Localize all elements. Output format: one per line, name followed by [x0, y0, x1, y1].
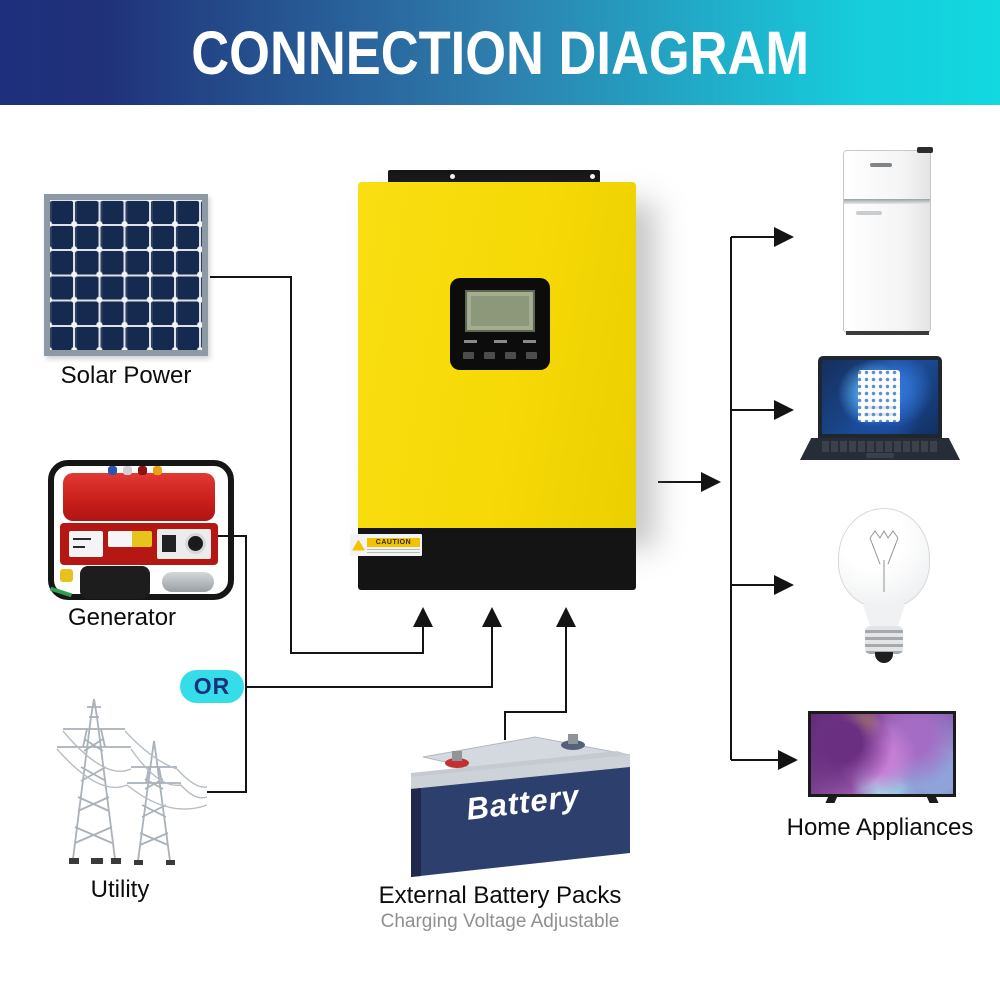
laptop-keyboard — [822, 441, 938, 452]
fridge-hinge — [917, 147, 933, 153]
generator-fuel-valve — [60, 569, 73, 582]
generator-muffler — [162, 572, 214, 592]
solar-to-inverter-line — [210, 276, 433, 654]
generator-engine — [80, 566, 150, 599]
bulb-contact-tip — [875, 652, 893, 663]
external-battery-packs-label: External Battery Packs — [378, 882, 622, 909]
or-badge: OR — [180, 670, 244, 703]
home-appliances-label: Home Appliances — [786, 814, 974, 841]
indicator-lights — [464, 340, 536, 343]
generator-outlet-box — [157, 529, 211, 559]
fridge-base — [846, 331, 929, 335]
lcd-screen — [465, 290, 535, 332]
mounting-bracket — [388, 170, 600, 183]
generator-label: Generator — [67, 604, 177, 631]
generator-fuel-tank — [63, 473, 215, 521]
freezer-handle — [870, 163, 892, 167]
caution-label: CAUTION — [350, 534, 422, 556]
bulb-filament — [869, 529, 899, 592]
laptop-touchpad — [866, 453, 894, 458]
generator-gauge — [69, 531, 103, 557]
generator-utility-line — [205, 535, 247, 793]
header-banner: CONNECTION DIAGRAM — [0, 0, 1000, 105]
solar-power-label: Solar Power — [60, 362, 192, 389]
inverter-battery-line — [504, 607, 576, 740]
inverter-image: CAUTION — [350, 166, 646, 596]
bulb-neck — [862, 604, 906, 628]
solar-cells-grid — [50, 200, 202, 350]
utility-towers-image — [33, 693, 209, 873]
tv-icon — [808, 711, 956, 803]
light-bulb-icon — [836, 508, 932, 668]
utility-label: Utility — [90, 876, 150, 903]
charging-voltage-sublabel: Charging Voltage Adjustable — [380, 911, 620, 932]
refrigerator-icon — [843, 147, 933, 335]
battery-image: Battery — [395, 725, 645, 885]
or-badge-label: OR — [193, 673, 231, 699]
bulb-screw-base — [865, 626, 903, 654]
laptop-start-menu — [858, 370, 900, 422]
battery-body — [411, 734, 631, 877]
fridge-handle — [856, 211, 882, 215]
transmission-towers-icon — [56, 698, 208, 865]
or-to-inverter-line — [246, 607, 502, 688]
panel-buttons — [463, 352, 537, 359]
fridge-door-divider — [844, 199, 930, 204]
generator-image — [48, 460, 234, 600]
inverter-body — [358, 182, 636, 528]
caution-text: CAUTION — [367, 537, 420, 547]
page-title: CONNECTION DIAGRAM — [191, 18, 809, 87]
generator-sticker — [108, 531, 152, 547]
solar-panel-image — [44, 194, 208, 356]
generator-control-panel — [60, 523, 218, 565]
control-panel — [450, 278, 550, 370]
generator-top-caps — [108, 466, 178, 476]
warning-triangle-icon — [352, 539, 365, 551]
laptop-icon — [800, 356, 960, 466]
